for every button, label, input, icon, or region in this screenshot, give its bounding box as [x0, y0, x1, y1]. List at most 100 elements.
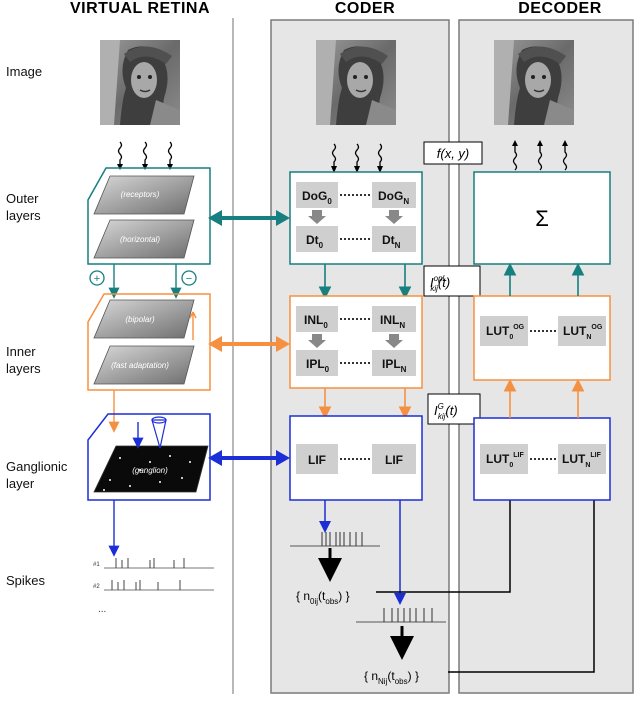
dt-0-block: [296, 226, 338, 252]
ig-arg: (t): [445, 403, 457, 418]
svg-text:IPLN: IPLN: [382, 357, 407, 374]
dt-n-block: [372, 226, 416, 252]
inl-0-block: [296, 306, 338, 332]
inl-n-sub: N: [399, 321, 405, 330]
iopl-sup: opl: [434, 274, 445, 283]
dt-n-label: Dt: [382, 233, 395, 247]
ig-sub: kij: [438, 412, 446, 421]
inl-0-label: INL: [304, 313, 323, 327]
ipl-0-label: IPL: [306, 357, 325, 371]
receptor-layer: (receptors): [93, 175, 195, 215]
ipl-n-block: [372, 350, 416, 376]
lut-og-n-sub: N: [586, 334, 591, 341]
receptor-layer-label: (receptors): [121, 190, 160, 199]
lut-og-0-block: [480, 316, 528, 346]
lut-lif-0-sub: 0: [509, 462, 513, 469]
row-label-outer-2: layers: [6, 208, 41, 223]
lut-og-0-label: LUT: [486, 324, 510, 338]
ganglion-bidirectional-arrow-icon: [208, 450, 290, 466]
nn-base: n: [371, 669, 378, 683]
iopl-sub: kij: [430, 284, 438, 293]
dt-n-sub: N: [395, 241, 401, 250]
ig-sup: G: [438, 402, 444, 411]
decoder-sum-box: [473, 171, 611, 265]
minus-sign: −: [186, 273, 192, 285]
svg-text:LUTNOG: LUTNOG: [563, 324, 603, 341]
n0-base: n: [303, 589, 310, 603]
inner-bidirectional-arrow-icon: [208, 336, 290, 352]
n0-sub: 0ij: [310, 597, 318, 606]
lut-lif-0-block: [480, 444, 528, 474]
nn-arg-base: t: [391, 669, 395, 683]
svg-text:{ nNij(tobs) }: { nNij(tobs) }: [364, 669, 419, 686]
ig-base: I: [434, 403, 438, 418]
dog-n-label: DoG: [378, 189, 403, 203]
svg-text:LUT0OG: LUT0OG: [486, 324, 525, 341]
lut-og-n-sup: OG: [591, 324, 602, 331]
decoder-output-image: [493, 39, 575, 126]
row-label-spikes: Spikes: [6, 573, 46, 588]
spike-row-2-label: #2: [93, 584, 100, 590]
nn-to-decoder-arrow: [448, 473, 600, 673]
lut-lif-n-block: [558, 444, 606, 474]
spike-raster: #1 #2 ...: [93, 558, 214, 615]
ipl-n-sub: N: [401, 365, 407, 374]
ganglion-layer-label: (ganglion): [132, 466, 168, 475]
lut-lif-n-sup: LIF: [590, 452, 601, 459]
coder-column-title: CODER: [334, 0, 396, 17]
dog-0-label: DoG: [302, 189, 327, 203]
lut-lif-0-sup: LIF: [513, 452, 524, 459]
retina-input-image: [99, 39, 181, 126]
horizontal-layer: (horizontal): [93, 219, 195, 259]
bipolar-layer-label: (bipolar): [125, 315, 155, 324]
dog-n-block: [372, 182, 416, 208]
svg-text:DoGN: DoGN: [378, 189, 409, 206]
row-label-inner-1: Inner: [6, 344, 36, 359]
dog-n-down-arrow-icon: [385, 210, 403, 224]
lut-lif-n-sub: N: [585, 462, 590, 469]
lut-og-0-sub: 0: [509, 334, 513, 341]
lif-right-label: LIF: [385, 453, 403, 467]
contrast-layer-label: (fast adaptation): [111, 361, 169, 370]
lut-og-0-sup: OG: [513, 324, 524, 331]
svg-text:IPL0: IPL0: [306, 357, 330, 374]
decoder-wavy-arrows: [512, 140, 568, 171]
retina-inner-box: [87, 293, 211, 391]
row-label-gang-2: layer: [6, 476, 35, 491]
lut-lif-n-label: LUT: [562, 452, 586, 466]
iopl-base: I: [430, 275, 434, 290]
ganglion-receptive-field-top: [151, 416, 167, 424]
lif-left-label: LIF: [308, 453, 326, 467]
retina-column-title: VIRTUAL RETINA: [69, 0, 211, 17]
coder-wavy-arrows: [331, 143, 383, 173]
row-label-inner-2: layers: [6, 361, 41, 376]
plus-sign: +: [94, 273, 100, 285]
lut-og-n-label: LUT: [563, 324, 587, 338]
n0-to-decoder-arrow: [376, 473, 516, 593]
svg-text:{ n0ij(tobs) }: { n0ij(tobs) }: [296, 589, 350, 606]
dt-0-label: Dt: [306, 233, 319, 247]
nn-arg-sub: obs: [395, 677, 408, 686]
bipolar-layer: (bipolar): [93, 299, 195, 339]
ipl-n-label: IPL: [382, 357, 401, 371]
ganglion-layer: (ganglion): [93, 445, 209, 493]
decoder-sigma: Σ: [535, 206, 549, 231]
spike-ellipsis: ...: [98, 604, 106, 615]
svg-text:DtN: DtN: [382, 233, 401, 250]
inl-0-sub: 0: [323, 321, 328, 330]
retina-ganglion-box: [87, 413, 211, 501]
nn-sub: Nij: [378, 677, 388, 686]
ig-label-box: [427, 393, 481, 425]
retina-wavy-arrows: [117, 141, 173, 170]
row-label-outer-1: Outer: [6, 191, 39, 206]
svg-text:INLN: INLN: [380, 313, 405, 330]
coder-input-image: [315, 39, 397, 126]
n0-arg-base: t: [322, 589, 326, 603]
svg-text:DoG0: DoG0: [302, 189, 332, 206]
retina-outer-box: [87, 167, 211, 265]
lut-og-n-block: [558, 316, 606, 346]
dog-0-down-arrow-icon: [308, 210, 326, 224]
minus-sign-icon: [181, 270, 197, 286]
